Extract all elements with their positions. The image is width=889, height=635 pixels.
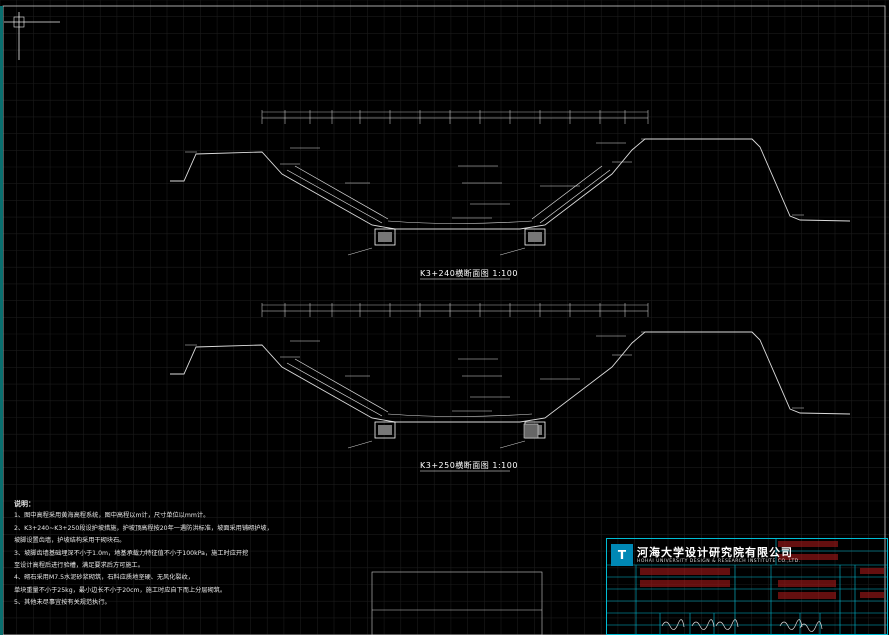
title-block-text-placeholder — [640, 568, 730, 575]
title-block-text-placeholder — [860, 568, 884, 574]
annotation-leader — [499, 247, 526, 256]
section-title-1: K3+240横断面图 1:100 — [420, 269, 518, 278]
annotation-leader — [347, 247, 373, 256]
note-item: 2、K3+240~K3+250段设护坡措施，护坡顶高程按20年一遇防洪标准，坡面… — [14, 524, 273, 532]
left-toe-wall — [374, 421, 396, 439]
signature-scribble — [799, 621, 823, 632]
channel-bed-line — [387, 220, 533, 224]
left-toe-wall-hatch — [378, 232, 392, 242]
title-block-text-placeholder — [778, 592, 836, 599]
right-slope-revetment — [539, 169, 611, 224]
frame-edge-strip — [0, 6, 3, 635]
revision-box — [371, 571, 543, 635]
left-toe-wall — [374, 228, 396, 246]
ucs-icon — [13, 16, 25, 28]
ground-profile-line — [170, 138, 851, 230]
right-toe-wall — [524, 228, 546, 246]
title-block-text-placeholder — [778, 554, 838, 560]
channel-bed-line — [387, 413, 533, 417]
note-item: 坡脚设置齿墙，护坡结构采用干砌块石。 — [14, 537, 126, 545]
ground-profile-line — [170, 331, 851, 423]
signature-scribble — [779, 619, 803, 630]
note-item: 3、坡脚齿墙基础埋深不小于1.0m，地基承载力特征值不小于100kPa，施工时应… — [14, 549, 249, 557]
title-block-text-placeholder — [640, 580, 730, 587]
signature-scribble — [661, 619, 685, 630]
title-block-text-placeholder — [778, 541, 838, 547]
note-item: 单块重量不小于25kg，最小边长不小于20cm，施工时应自下而上分层砌筑。 — [14, 586, 227, 594]
right-slope-revetment — [531, 165, 603, 220]
title-block-text-placeholder — [778, 580, 836, 587]
signature-scribble — [715, 619, 739, 630]
annotation-leader — [499, 440, 526, 449]
note-item: 5、其他未尽事宜按有关规范执行。 — [14, 599, 111, 607]
left-slope-revetment — [286, 362, 383, 417]
note-item: 至设计高程后进行验槽，满足要求后方可施工。 — [14, 562, 144, 570]
signature-scribble — [691, 619, 715, 630]
note-item: 1、图中高程采用黄海高程系统，图中高程以m计，尺寸单位以mm计。 — [14, 512, 210, 520]
left-slope-revetment — [294, 358, 389, 413]
notes-heading: 说明： — [14, 500, 35, 508]
title-block: T 河海大学设计研究院有限公司 HOHAI UNIVERSITY DESIGN … — [606, 538, 888, 635]
left-toe-wall-hatch — [378, 425, 392, 435]
title-block-text-placeholder — [860, 592, 884, 598]
left-slope-revetment — [294, 165, 389, 220]
annotation-leader — [347, 440, 373, 449]
company-name: 河海大学设计研究院有限公司 — [637, 546, 793, 559]
design-notes: 说明： 1、图中高程采用黄海高程系统，图中高程以m计，尺寸单位以mm计。 2、K… — [14, 498, 514, 610]
section-title-2: K3+250横断面图 1:100 — [420, 461, 518, 470]
note-item: 4、砌石采用M7.5水泥砂浆砌筑，石料应质地坚硬、无风化裂纹， — [14, 574, 194, 582]
right-toe-wall-hatch — [528, 232, 542, 242]
left-slope-revetment — [286, 169, 383, 224]
riprap-block — [523, 423, 539, 439]
company-logo-icon: T — [611, 544, 633, 566]
company-name-en: HOHAI UNIVERSITY DESIGN & RESEARCH INSTI… — [637, 559, 801, 564]
